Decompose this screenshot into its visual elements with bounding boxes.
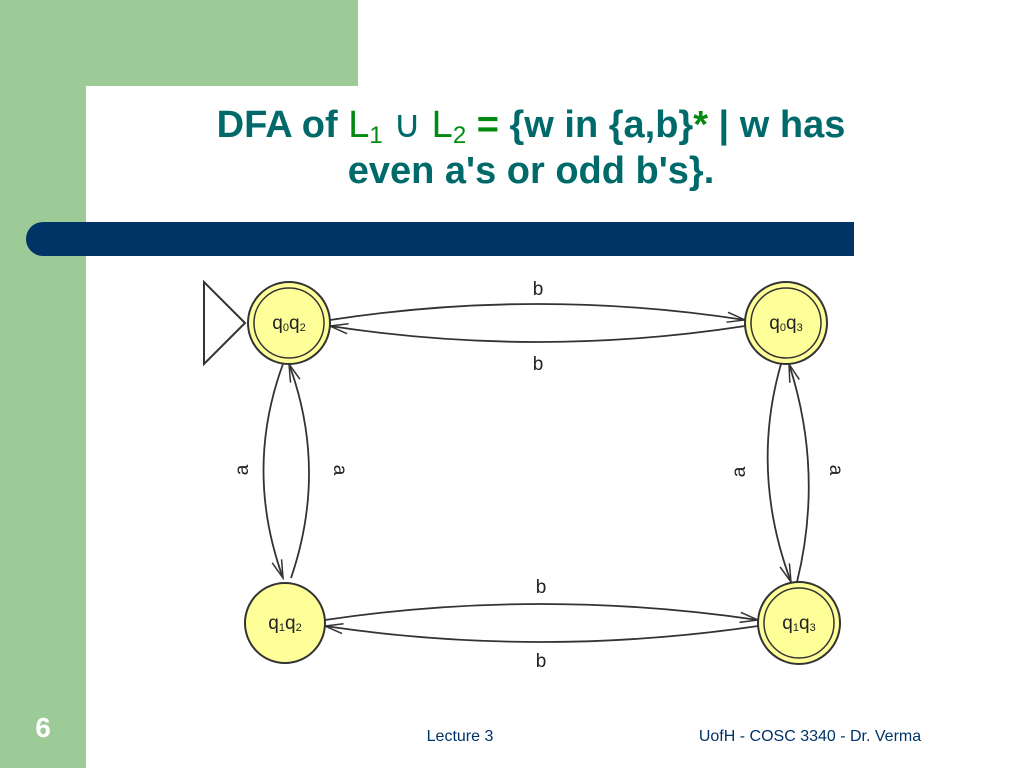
transition-label-b: b <box>536 577 547 598</box>
transition-q0q3-q0q2 <box>330 326 746 343</box>
state-inner-ring <box>253 287 325 359</box>
title-eq: = <box>466 104 510 146</box>
left-accent-band <box>0 0 86 768</box>
title-union: ∪ <box>382 104 432 146</box>
state-q0q3: q0q3 <box>744 281 828 365</box>
initial-state-marker <box>203 279 247 367</box>
title-l2-sub: 2 <box>452 122 467 149</box>
transition-label-a: a <box>329 465 350 476</box>
transition-q0q2-q1q2 <box>262 363 284 578</box>
state-label: q1q3 <box>782 613 815 634</box>
title-star: * <box>693 104 708 146</box>
state-q1q3: q1q3 <box>757 581 841 665</box>
transition-label-b: b <box>536 651 547 672</box>
transition-label-a: a <box>825 465 846 476</box>
transition-labels: b b b b a a a a <box>232 279 846 672</box>
title-l1-sub: 1 <box>369 122 383 149</box>
transition-q1q2-q1q3 <box>324 603 758 620</box>
transition-label-b: b <box>533 279 544 300</box>
state-label: q1q2 <box>268 613 301 634</box>
transition-label-a: a <box>729 466 750 477</box>
slide-number: 6 <box>35 712 51 743</box>
transition-q1q2-q0q2 <box>289 364 310 579</box>
state-inner-ring <box>763 587 835 659</box>
transition-label-a: a <box>232 464 253 475</box>
title-part3: | w has <box>708 104 846 146</box>
state-inner-ring <box>750 287 822 359</box>
title-part1: DFA of <box>216 104 349 146</box>
footer-lecture: Lecture 3 <box>426 728 494 745</box>
state-q0q2: q0q2 <box>247 281 331 365</box>
title-underline-bar <box>26 222 854 256</box>
state-label: q0q2 <box>272 313 305 334</box>
transition-q1q3-q0q3 <box>789 364 810 583</box>
transition-q0q2-q0q3 <box>329 303 745 320</box>
top-accent-band <box>0 0 358 86</box>
footer-course: UofH - COSC 3340 - Dr. Verma <box>698 728 922 745</box>
title-line2: even a's or odd b's}. <box>347 150 715 192</box>
state-label: q0q3 <box>769 313 802 334</box>
title-part2: {w in {a,b} <box>509 104 694 146</box>
state-ring <box>244 582 326 664</box>
transition-q0q3-q1q3 <box>766 363 791 582</box>
transition-label-b: b <box>533 354 544 375</box>
title-l1: L <box>348 104 370 146</box>
transition-q1q3-q1q2 <box>325 626 759 643</box>
transitions <box>262 303 810 643</box>
title-l2: L <box>431 104 453 146</box>
state-q1q2: q1q2 <box>244 582 326 664</box>
content-panel <box>86 86 1024 768</box>
